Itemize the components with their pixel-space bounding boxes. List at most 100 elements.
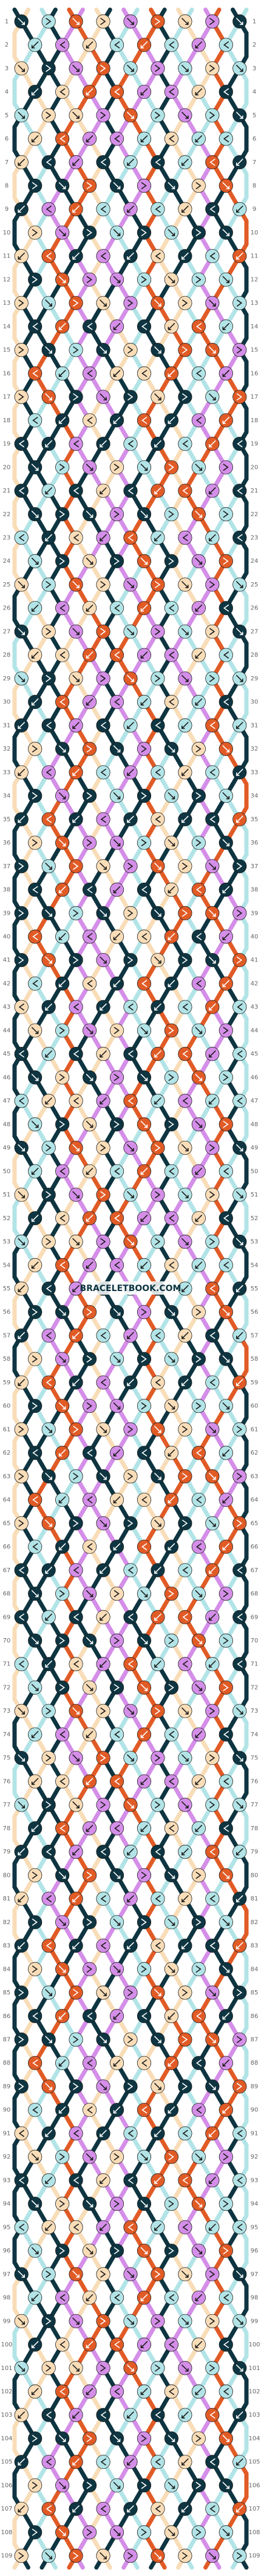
knot[interactable] (164, 554, 179, 568)
knot[interactable] (14, 155, 29, 170)
knot[interactable] (109, 225, 124, 240)
knot[interactable] (191, 742, 206, 756)
knot[interactable] (178, 155, 192, 170)
knot[interactable] (232, 343, 247, 357)
knot[interactable] (232, 249, 247, 264)
knot[interactable] (151, 296, 165, 310)
knot[interactable] (69, 812, 83, 826)
knot[interactable] (109, 648, 124, 662)
knot[interactable] (55, 319, 70, 334)
knot[interactable] (55, 178, 70, 193)
knot[interactable] (123, 61, 138, 76)
knot[interactable] (69, 624, 83, 639)
knot[interactable] (41, 390, 56, 404)
knot[interactable] (151, 530, 165, 545)
knot[interactable] (123, 436, 138, 451)
knot[interactable] (164, 38, 179, 52)
knot[interactable] (178, 671, 192, 686)
knot[interactable] (205, 436, 220, 451)
knot[interactable] (55, 38, 70, 52)
knot[interactable] (151, 390, 165, 404)
knot[interactable] (82, 601, 97, 616)
knot[interactable] (205, 296, 220, 310)
knot[interactable] (205, 61, 220, 76)
knot[interactable] (178, 577, 192, 592)
knot[interactable] (219, 38, 233, 52)
knot[interactable] (28, 601, 42, 616)
knot[interactable] (232, 812, 247, 826)
knot[interactable] (41, 202, 56, 216)
knot[interactable] (164, 507, 179, 522)
knot[interactable] (28, 366, 42, 380)
knot[interactable] (123, 718, 138, 732)
knot[interactable] (164, 272, 179, 287)
knot[interactable] (205, 530, 220, 545)
knot[interactable] (164, 131, 179, 146)
knot[interactable] (41, 530, 56, 545)
knot[interactable] (151, 14, 165, 28)
knot[interactable] (109, 695, 124, 709)
knot[interactable] (151, 624, 165, 639)
knot[interactable] (28, 788, 42, 803)
knot[interactable] (82, 742, 97, 756)
knot[interactable] (96, 671, 110, 686)
knot[interactable] (109, 835, 124, 850)
knot[interactable] (151, 765, 165, 780)
knot[interactable] (191, 695, 206, 709)
knot[interactable] (178, 108, 192, 122)
knot[interactable] (109, 178, 124, 193)
knot[interactable] (151, 155, 165, 170)
knot[interactable] (191, 131, 206, 146)
knot[interactable] (82, 788, 97, 803)
knot[interactable] (28, 131, 42, 146)
knot[interactable] (14, 343, 29, 357)
knot[interactable] (164, 601, 179, 616)
knot[interactable] (41, 812, 56, 826)
knot[interactable] (109, 38, 124, 52)
knot[interactable] (41, 296, 56, 310)
knot[interactable] (109, 272, 124, 287)
knot[interactable] (14, 202, 29, 216)
knot[interactable] (28, 460, 42, 474)
knot[interactable] (82, 38, 97, 52)
knot[interactable] (109, 601, 124, 616)
knot[interactable] (232, 436, 247, 451)
knot[interactable] (28, 695, 42, 709)
knot[interactable] (178, 483, 192, 498)
knot[interactable] (219, 366, 233, 380)
knot[interactable] (151, 577, 165, 592)
knot[interactable] (69, 765, 83, 780)
knot[interactable] (69, 296, 83, 310)
knot[interactable] (69, 436, 83, 451)
knot[interactable] (151, 436, 165, 451)
knot[interactable] (191, 225, 206, 240)
knot[interactable] (137, 272, 152, 287)
knot[interactable] (109, 319, 124, 334)
knot[interactable] (137, 507, 152, 522)
knot[interactable] (191, 178, 206, 193)
knot[interactable] (123, 812, 138, 826)
knot[interactable] (151, 202, 165, 216)
knot[interactable] (205, 624, 220, 639)
knot[interactable] (219, 178, 233, 193)
knot[interactable] (28, 835, 42, 850)
knot[interactable] (191, 84, 206, 99)
knot[interactable] (205, 343, 220, 357)
knot[interactable] (41, 671, 56, 686)
knot[interactable] (232, 577, 247, 592)
knot[interactable] (137, 366, 152, 380)
knot[interactable] (55, 413, 70, 428)
knot[interactable] (14, 390, 29, 404)
knot[interactable] (96, 530, 110, 545)
knot[interactable] (55, 554, 70, 568)
knot[interactable] (205, 671, 220, 686)
knot[interactable] (151, 671, 165, 686)
knot[interactable] (28, 742, 42, 756)
knot[interactable] (137, 601, 152, 616)
knot[interactable] (109, 742, 124, 756)
knot[interactable] (123, 671, 138, 686)
knot[interactable] (123, 202, 138, 216)
knot[interactable] (219, 788, 233, 803)
knot[interactable] (151, 483, 165, 498)
knot[interactable] (164, 460, 179, 474)
